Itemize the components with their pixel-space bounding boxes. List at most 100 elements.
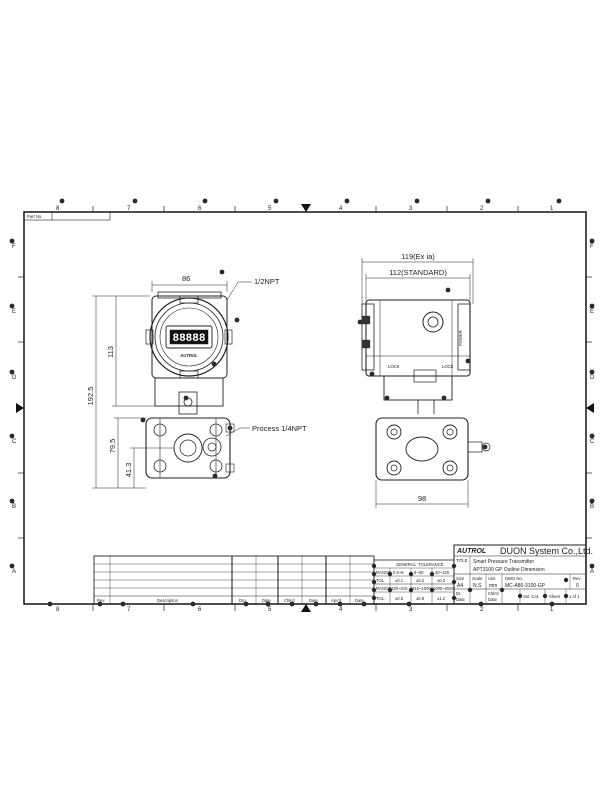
- title-label: TITLE: [456, 558, 468, 563]
- dim-height-port: 41.3: [124, 463, 133, 478]
- terminal-mark: POWER: [458, 330, 463, 346]
- tol-cell: ±0.5: [395, 596, 404, 601]
- description-col-header: Description: [157, 598, 179, 603]
- tol-cell: 1000~2000: [433, 586, 455, 591]
- side-dimension-lines: [361, 258, 474, 508]
- rev-col-header: Rev.: [97, 598, 105, 603]
- column-labels-bottom: 8 7 6 5 4 3 2 1: [56, 607, 554, 613]
- tol-cell: 315~1000: [412, 586, 431, 591]
- dim-width-86: 86: [182, 274, 190, 283]
- col-label: 3: [409, 206, 413, 212]
- col-label: 8: [56, 206, 60, 212]
- scan-marker-dots: [9, 198, 595, 607]
- part-no-label: Part No.: [27, 214, 42, 219]
- dim-width-ex: 119(Ex ia): [401, 252, 435, 261]
- col-label: 5: [268, 607, 272, 613]
- checked-label: Chk'd: [488, 591, 499, 596]
- col-label: 2: [480, 206, 484, 212]
- dim-height-total: 192.5: [86, 387, 95, 406]
- col-label: 7: [127, 206, 131, 212]
- dwg-value: MC-A80-3100-GP: [505, 583, 546, 589]
- sheet-value: 1 of 1: [569, 594, 580, 599]
- title-block-lines: [93, 544, 587, 605]
- row-label: C: [12, 439, 17, 445]
- front-dimension-lines: [92, 281, 252, 489]
- row-label: D: [12, 375, 17, 381]
- chkd-col-header: Chk'd: [284, 598, 295, 603]
- tol-header-tolerance: TOLERANCE: [418, 562, 444, 567]
- dwg-label: DWG No.: [505, 576, 523, 581]
- dim-width-flange: 98: [418, 494, 426, 503]
- column-labels-top: 8 7 6 5 4 3 2 1: [56, 206, 554, 212]
- tol-cell: ±0.2: [416, 578, 425, 583]
- col-label: 1: [550, 206, 554, 212]
- row-label: F: [590, 244, 594, 250]
- company-name: DUON System Co.,Ltd.: [500, 546, 593, 556]
- lcd-readout: 88888: [172, 333, 205, 345]
- tol-cell: RANGE: [376, 586, 391, 591]
- front-view: [145, 291, 235, 479]
- size-label: Size: [456, 576, 465, 581]
- lock-label-left: LOCK: [388, 364, 400, 369]
- tol-cell: 120~315: [391, 586, 408, 591]
- brand-logo-on-head: AUTROL: [179, 353, 198, 358]
- apvd-col-header: Apv'd: [331, 598, 342, 603]
- dim-top-port: 1/2NPT: [254, 277, 280, 286]
- tol-cell: RANGE: [376, 570, 391, 575]
- date-col-header-3: Date: [355, 598, 365, 603]
- company-logo: AUTROL: [456, 548, 486, 555]
- col-label: 2: [480, 607, 484, 613]
- scale-value: N.S: [473, 583, 482, 589]
- row-label: E: [590, 309, 594, 315]
- col-label: 3: [409, 607, 413, 613]
- centering-marks: [16, 204, 594, 612]
- col-label: 5: [268, 206, 272, 212]
- size-value: A4: [457, 583, 463, 589]
- dim-process-port: Process 1/4NPT: [252, 424, 307, 433]
- tol-cell: ±0.8: [416, 596, 425, 601]
- tol-cell: TOL.: [376, 596, 385, 601]
- col-label: 8: [56, 607, 60, 613]
- drg-col-header: Drg: [239, 598, 246, 603]
- dim-width-std: 112(STANDARD): [389, 268, 447, 277]
- tol-header-general: GENERAL: [396, 562, 417, 567]
- row-label: A: [590, 569, 594, 575]
- col-label: 1: [550, 607, 554, 613]
- row-label: A: [12, 569, 16, 575]
- project-label: Sol. Cat.: [523, 594, 539, 599]
- lock-label-right: LOCK: [442, 364, 454, 369]
- scale-label: Scale: [472, 576, 483, 581]
- row-label: F: [12, 244, 16, 250]
- sheet-label: Sheet: [549, 594, 561, 599]
- tol-cell: 0.5~6: [393, 570, 404, 575]
- row-label: E: [12, 309, 16, 315]
- unit-label: Unit: [488, 576, 496, 581]
- checked-date-label: Date: [488, 597, 498, 602]
- date-col-header: Date: [262, 598, 272, 603]
- row-labels-left: F E D C B A: [12, 244, 17, 575]
- drawn-label: Dr.: [456, 591, 461, 596]
- tol-cell: TOL.: [376, 578, 385, 583]
- col-label: 4: [339, 206, 343, 212]
- tol-cell: 30~120: [435, 570, 450, 575]
- tol-cell: 6~30: [414, 570, 424, 575]
- unit-value: mm: [489, 583, 497, 589]
- row-label: B: [590, 504, 594, 510]
- col-label: 6: [198, 206, 202, 212]
- row-label: D: [590, 375, 595, 381]
- row-label: C: [590, 439, 595, 445]
- tol-cell: ±0.1: [395, 578, 404, 583]
- drawn-date-label: Date: [456, 597, 466, 602]
- side-view: [361, 299, 491, 481]
- tol-cell: ±0.3: [437, 578, 446, 583]
- col-label: 4: [339, 607, 343, 613]
- tol-cell: ±1.2: [437, 596, 446, 601]
- date-col-header-2: Date: [309, 598, 319, 603]
- dim-height-head: 113: [106, 346, 115, 358]
- row-label: B: [12, 504, 16, 510]
- col-label: 7: [127, 607, 131, 613]
- col-label: 6: [198, 607, 202, 613]
- rev-value: 0: [576, 583, 579, 589]
- title-line-1: Smart Pressure Transmitter: [473, 559, 534, 565]
